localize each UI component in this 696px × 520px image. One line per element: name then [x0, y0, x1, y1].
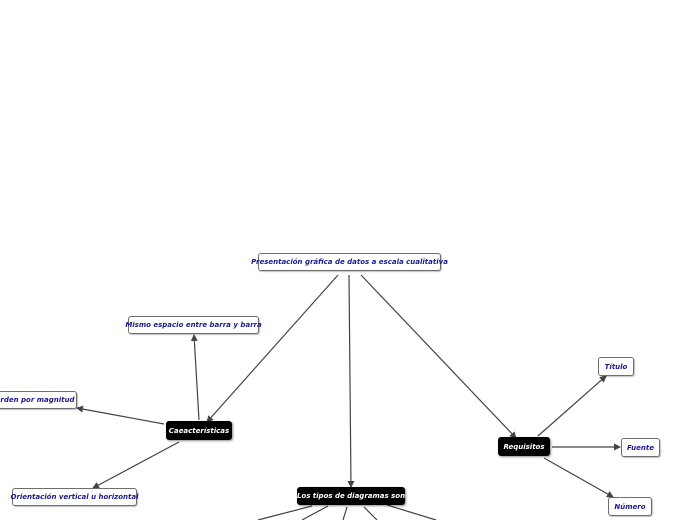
node-titulo[interactable]: Título — [598, 357, 634, 376]
edge-caracteristicas-orden — [76, 405, 165, 425]
node-fuente[interactable]: Fuente — [621, 438, 660, 457]
edge-requisitos-numero — [543, 457, 614, 498]
node-orden[interactable]: Orden por magnitud — [0, 391, 77, 409]
edge-tipos-child-1 — [257, 505, 313, 520]
edge-root-tipos — [347, 274, 355, 488]
edge-tipos-child-5 — [386, 504, 437, 520]
edge-tipos-child-4 — [363, 506, 378, 520]
node-caracteristicas[interactable]: Caeacterísticas — [166, 421, 232, 440]
edge-caracteristicas-mismo-espacio — [190, 334, 200, 421]
node-root[interactable]: Presentación gráfica de datos a escala c… — [251, 253, 448, 271]
edge-caracteristicas-orientacion — [92, 441, 180, 489]
edge-requisitos-titulo — [537, 375, 607, 437]
node-orientacion[interactable]: Orientación vertical u horizontal — [11, 488, 139, 506]
node-requisitos[interactable]: Requisitos — [498, 437, 550, 456]
edge-root-requisitos — [360, 274, 517, 439]
edge-tipos-child-3 — [342, 506, 348, 520]
edge-root-caracteristicas — [206, 274, 339, 423]
edge-tipos-child-2 — [301, 505, 329, 520]
node-mismo-espacio[interactable]: Mismo espacio entre barra y barra — [125, 316, 262, 334]
node-tipos[interactable]: Los tipos de diagramas son — [297, 487, 405, 505]
node-numero[interactable]: Número — [608, 497, 652, 516]
